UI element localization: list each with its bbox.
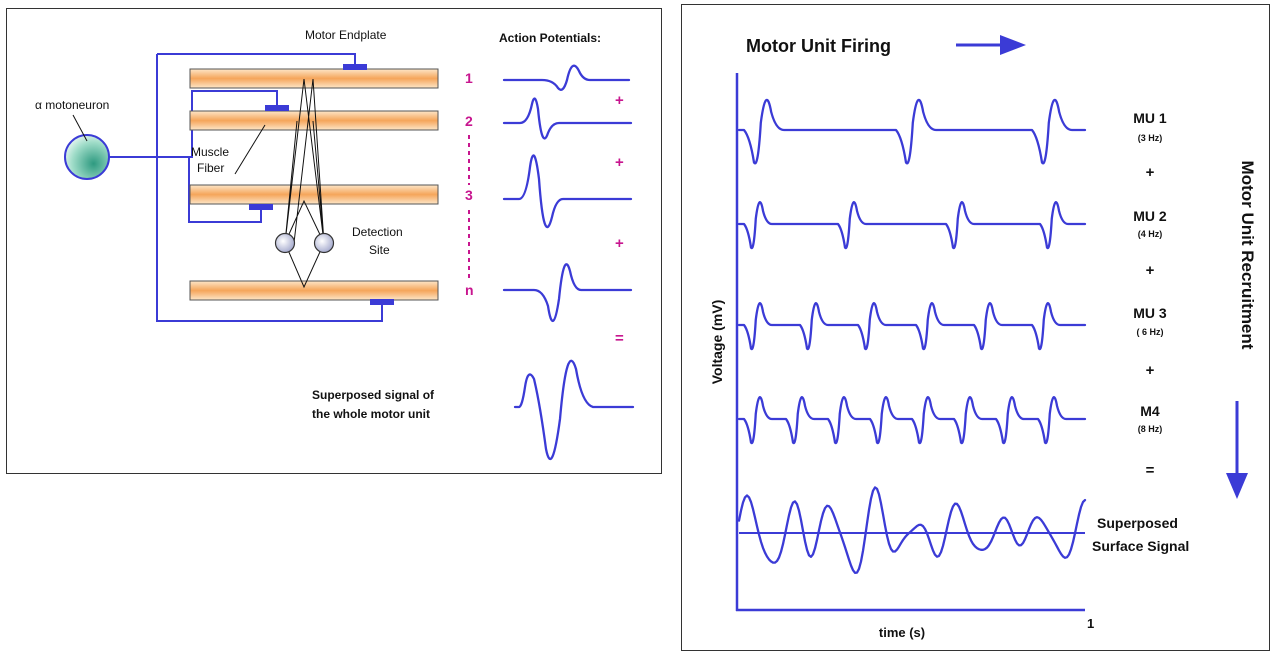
endplate-1 <box>343 64 367 70</box>
ap-operator-1: + <box>615 92 624 109</box>
unit-trace-2 <box>737 201 1087 250</box>
fiber-number-1: 1 <box>465 70 473 86</box>
unit-label-2: MU 2 <box>1133 208 1167 224</box>
ap-trace-n <box>502 263 633 322</box>
recruitment-title: Motor Unit Recruitment <box>1238 161 1257 350</box>
ap-trace-2 <box>502 97 633 140</box>
detection-label-1: Detection <box>352 225 403 239</box>
unit-operator-1: + <box>1146 164 1155 181</box>
motor-unit-diagram-panel: α motoneuron Motor Endplate Muscle Fiber… <box>6 8 662 474</box>
unit-label-4: M4 <box>1140 403 1160 419</box>
endplate-2 <box>265 105 289 111</box>
motoneuron-pointer <box>72 114 88 142</box>
motoneuron-soma <box>64 134 110 180</box>
detection-label-2: Site <box>369 243 390 257</box>
motoneuron-label: α motoneuron <box>35 98 109 112</box>
superposed-label-2: the whole motor unit <box>312 407 430 421</box>
ap-operator-4: = <box>615 330 624 347</box>
fiber-number-2: 2 <box>465 113 473 129</box>
y-axis-label: Voltage (mV) <box>709 300 725 385</box>
unit-label-1: MU 1 <box>1133 110 1167 126</box>
unit-freq-1: (3 Hz) <box>1138 133 1163 143</box>
endplate-label: Motor Endplate <box>305 28 387 42</box>
ap-trace-1 <box>502 64 631 91</box>
unit-trace-3 <box>737 302 1087 351</box>
recruitment-diagram: Motor Unit Firing Voltage (mV) time (s) … <box>709 35 1257 640</box>
superposed-surface-label-2: Surface Signal <box>1092 538 1189 554</box>
unit-trace-1 <box>737 98 1087 165</box>
unit-operator-2: + <box>1146 262 1155 279</box>
x-axis-end-label: 1 <box>1087 616 1094 631</box>
electrode-left <box>274 232 296 254</box>
superposed-label-1: Superposed signal of <box>312 388 435 402</box>
unit-freq-4: (8 Hz) <box>1138 424 1163 434</box>
muscle-fiber-n <box>189 280 439 301</box>
ap-trace-3 <box>502 154 633 229</box>
unit-label-3: MU 3 <box>1133 305 1167 321</box>
ap-trace-superposed <box>513 359 635 461</box>
detection-lines <box>284 78 325 289</box>
muscle-fiber-1 <box>189 68 439 89</box>
action-potentials-title: Action Potentials: <box>499 31 601 45</box>
fiber-number-n: n <box>465 282 474 298</box>
recruitment-panel: Motor Unit Firing Voltage (mV) time (s) … <box>681 4 1270 651</box>
unit-operator-3: + <box>1146 362 1155 379</box>
superposed-surface-trace <box>737 486 1087 574</box>
endplate-n <box>370 299 394 305</box>
fiber-pointer <box>234 124 266 175</box>
unit-operator-4: = <box>1146 462 1155 479</box>
electrode-right <box>313 232 335 254</box>
endplate-3 <box>249 204 273 210</box>
unit-freq-2: (4 Hz) <box>1138 229 1163 239</box>
firing-arrow-head <box>1000 35 1026 55</box>
muscle-fiber-3 <box>189 184 439 205</box>
x-axis-label: time (s) <box>879 625 925 640</box>
ap-operator-3: + <box>615 235 624 252</box>
unit-trace-4 <box>737 396 1087 445</box>
fiber-label-1: Muscle <box>191 145 229 159</box>
superposed-surface-label-1: Superposed <box>1097 515 1178 531</box>
fiber-number-3: 3 <box>465 187 473 203</box>
axon-trunk <box>109 53 383 322</box>
ap-operator-2: + <box>615 154 624 171</box>
unit-freq-3: ( 6 Hz) <box>1137 327 1164 337</box>
unit-traces <box>737 98 1087 574</box>
motor-unit-diagram: α motoneuron Motor Endplate Muscle Fiber… <box>35 28 635 461</box>
fiber-label-2: Fiber <box>197 161 224 175</box>
recruitment-arrow-head <box>1226 473 1248 499</box>
firing-title: Motor Unit Firing <box>746 36 891 56</box>
